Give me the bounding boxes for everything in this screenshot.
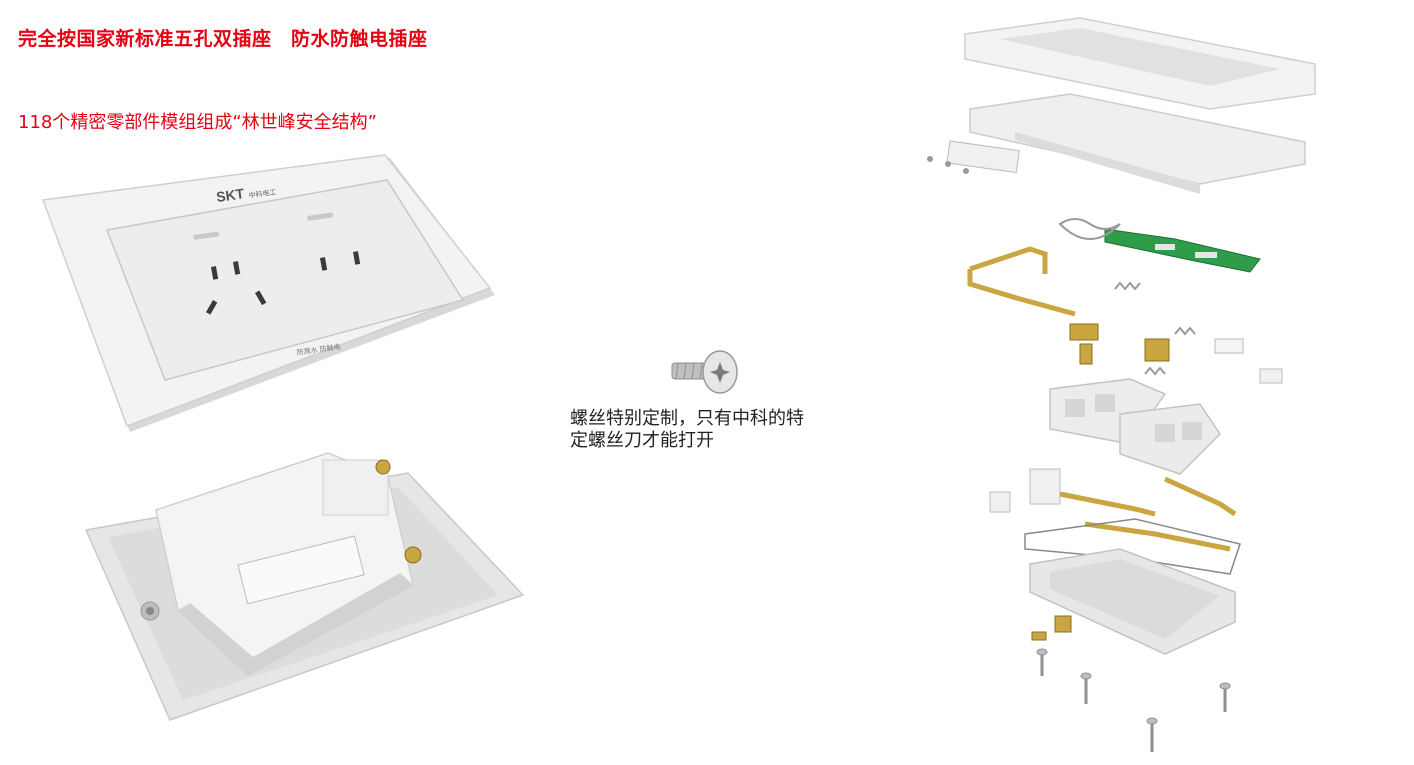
socket-back-image [84, 452, 525, 721]
socket-front-image: SKT 中科电工 防溅水 防触电 [41, 154, 495, 432]
side-module [946, 140, 1020, 174]
brass-conductor-upper [967, 246, 1076, 317]
screw-caption-line2: 定螺丝刀才能打开 [570, 430, 714, 451]
face-panel [969, 93, 1306, 194]
two-hole-socket-right [320, 251, 361, 271]
brand-suffix: 中科电工 [248, 187, 277, 200]
subline: 118个精密零部件模组组成“林世峰安全结构” [18, 112, 378, 133]
custom-screw-icon [671, 350, 738, 394]
brass-nut [1054, 615, 1072, 633]
screw-caption: 螺丝特别定制，只有中科的特 定螺丝刀才能打开 [570, 408, 890, 452]
brass-springs [1114, 281, 1196, 376]
brass-terminals [1069, 323, 1170, 365]
indicator-led-left [193, 231, 220, 240]
five-hole-socket-left [206, 261, 267, 315]
pcb-board [1104, 228, 1261, 273]
base-housing [1029, 548, 1236, 655]
exploded-view-image [927, 17, 1316, 752]
indicator-led-right [307, 212, 334, 221]
bottom-screws [1040, 654, 1227, 752]
brand-logo: SKT [215, 185, 245, 205]
headline: 完全按国家新标准五孔双插座 防水防触电插座 [18, 28, 428, 50]
product-label [237, 535, 365, 605]
outer-frame [964, 17, 1316, 110]
inner-socket-blocks [1049, 378, 1221, 475]
brass-conductor-lower [1059, 476, 1237, 552]
small-screws-left [927, 156, 969, 174]
terminal-screw-bottom [404, 546, 422, 564]
terminal-screw-top [375, 459, 391, 475]
screw-caption-line1: 螺丝特别定制，只有中科的特 [570, 408, 804, 429]
